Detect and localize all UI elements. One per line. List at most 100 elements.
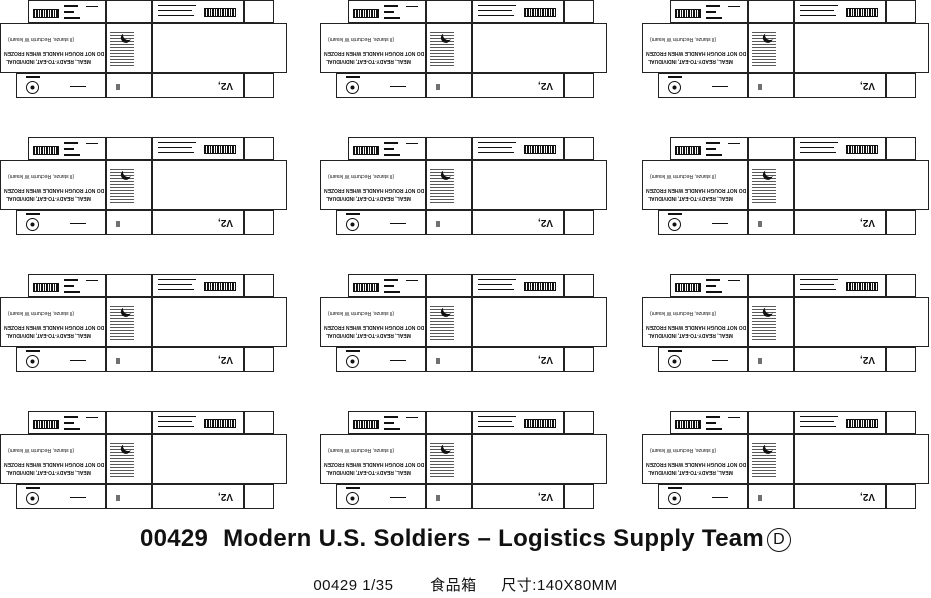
meal-label-line2: DO NOT ROUGH HANDLE WHEN FROZEN [4,461,105,467]
barcode-icon [675,9,701,18]
seal-icon [26,218,39,231]
flap-top-mid [426,0,472,23]
barcode-icon [524,145,556,154]
label-line-icon [712,497,728,498]
label-line-icon [478,10,512,11]
flap-top-mid [106,274,152,297]
barcode-icon [353,9,379,18]
barcode-icon [524,282,556,291]
label-line-icon [64,154,80,156]
variant-badge: D [767,528,792,552]
meal-label-line1: MEAL, READY-TO-EAT, INDIVIDUAL [648,332,733,338]
meal-label-line2: DO NOT ROUGH HANDLE WHEN FROZEN [324,461,425,467]
flap-top-end [564,137,594,160]
label-line-icon [346,350,360,352]
flap-bottom-mid [106,347,152,372]
label-line-icon [64,17,80,19]
label-line-icon [26,350,40,352]
label-line-icon [706,148,716,150]
label-line-icon [384,17,400,19]
meal-label-line3: (Il stanze, Recturrin W Iesam) [8,173,75,179]
label-line-icon [478,421,512,422]
contents-text-block [110,30,134,66]
label-line-icon [758,221,762,227]
meal-label-line1: MEAL, READY-TO-EAT, INDIVIDUAL [648,469,733,475]
label-line-icon [70,223,86,224]
barcode-icon [846,145,878,154]
meal-label-line3: (Il stanze, Recturrin W Iesam) [650,310,717,316]
label-line-icon [706,285,716,287]
flap-bottom-mid [426,347,472,372]
label-line-icon [26,213,40,215]
box-face-back [472,434,607,484]
label-line-icon [478,284,512,285]
contents-text-block [752,441,776,477]
box-face-label [0,297,106,347]
label-line-icon [478,289,514,290]
meal-label-line1: MEAL, READY-TO-EAT, INDIVIDUAL [6,332,91,338]
label-line-icon [384,428,400,430]
label-line-icon [158,279,196,280]
flap-bottom-right [152,484,244,509]
flap-top-end [244,411,274,434]
box-face-label [642,23,748,73]
label-line-icon [706,279,720,281]
title-name: Modern U.S. Soldiers – Logistics Supply … [223,525,765,552]
contents-text-block [752,304,776,340]
label-line-icon [668,350,682,352]
barcode-icon [33,420,59,429]
flap-top-end [886,411,916,434]
label-line-icon [116,221,120,227]
flap-bottom-end [886,347,916,372]
label-line-icon [728,6,740,7]
meal-label-line2: DO NOT ROUGH HANDLE WHEN FROZEN [646,50,747,56]
label-line-icon [26,76,40,78]
box-face-back [152,434,287,484]
label-line-icon [800,279,838,280]
label-line-icon [758,358,762,364]
ration-box-template: MEAL, READY-TO-EAT, INDIVIDUAL DO NOT RO… [642,137,929,242]
label-line-icon [706,154,722,156]
label-line-icon [384,11,394,13]
flap-top-mid [426,411,472,434]
flap-top-mid [748,137,794,160]
flap-top-end [564,274,594,297]
label-line-icon [158,5,196,6]
meal-label-line3: (Il stanze, Recturrin W Iesam) [328,173,395,179]
label-line-icon [668,487,682,489]
label-line-icon [158,147,192,148]
v2-label: V2, [218,217,234,228]
label-line-icon [478,279,516,280]
label-line-icon [158,10,192,11]
barcode-icon [204,282,236,291]
meal-label-line3: (Il stanze, Recturrin W Iesam) [328,447,395,453]
label-line-icon [478,5,516,6]
label-line-icon [384,422,394,424]
flap-bottom-right [794,73,886,98]
label-line-icon [86,280,98,281]
seal-icon [668,355,681,368]
label-line-icon [800,5,838,6]
flap-bottom-end [564,210,594,235]
flap-top-end [244,274,274,297]
label-line-icon [478,15,514,16]
label-line-icon [158,289,194,290]
meal-label-line1: MEAL, READY-TO-EAT, INDIVIDUAL [648,58,733,64]
barcode-icon [204,8,236,17]
label-line-icon [478,152,514,153]
meal-label-line2: DO NOT ROUGH HANDLE WHEN FROZEN [646,461,747,467]
flap-bottom-end [886,484,916,509]
barcode-icon [846,282,878,291]
meal-label-line1: MEAL, READY-TO-EAT, INDIVIDUAL [326,195,411,201]
box-face-label [642,160,748,210]
label-line-icon [478,416,516,417]
ration-box-template: MEAL, READY-TO-EAT, INDIVIDUAL DO NOT RO… [0,411,287,516]
label-line-icon [86,417,98,418]
ration-box-template: MEAL, READY-TO-EAT, INDIVIDUAL DO NOT RO… [0,0,287,105]
label-line-icon [406,143,418,144]
box-face-back [152,297,287,347]
v2-label: V2, [860,217,876,228]
seal-icon [346,81,359,94]
label-line-icon [64,291,80,293]
box-face-label [320,434,426,484]
